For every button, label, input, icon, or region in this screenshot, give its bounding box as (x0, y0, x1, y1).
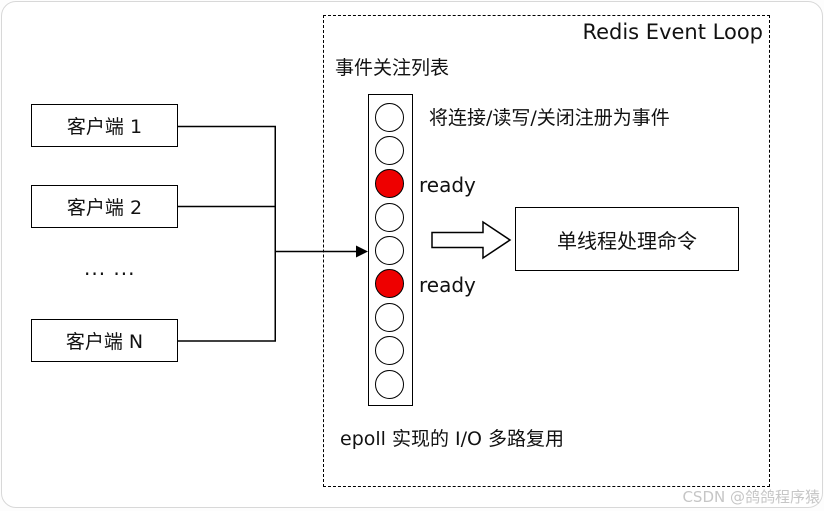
client-box-n: 客户端 N (31, 319, 178, 362)
client-box-1: 客户端 1 (31, 104, 178, 147)
ready-label: ready (419, 172, 476, 197)
client-box-n-label: 客户端 N (65, 331, 144, 353)
event-slot (375, 135, 404, 165)
watermark: CSDN @鸽鸽程序猿 (682, 488, 820, 506)
ready-label: ready (419, 272, 476, 297)
client-box-2: 客户端 2 (31, 185, 178, 228)
watch-list-label: 事件关注列表 (335, 57, 450, 79)
event-slot (375, 202, 404, 232)
redis-event-loop-boundary (323, 15, 770, 487)
event-slot (375, 369, 404, 399)
clients-ellipsis: ... ... (84, 256, 136, 280)
redis-event-loop-title: Redis Event Loop (582, 20, 763, 44)
event-slot-column (368, 94, 413, 406)
event-slot (375, 236, 404, 265)
client-box-2-label: 客户端 2 (66, 197, 143, 219)
event-slot (375, 302, 404, 332)
command-processor-label: 单线程处理命令 (557, 228, 697, 253)
event-slot-ready (375, 269, 404, 299)
event-slot (375, 336, 404, 366)
event-slot (375, 102, 404, 132)
register-events-note: 将连接/读写/关闭注册为事件 (429, 107, 670, 129)
event-slot-ready (375, 169, 404, 199)
command-processor-box: 单线程处理命令 (515, 207, 739, 271)
client-box-1-label: 客户端 1 (66, 116, 143, 138)
epoll-note: epoll 实现的 I/O 多路复用 (340, 428, 565, 450)
